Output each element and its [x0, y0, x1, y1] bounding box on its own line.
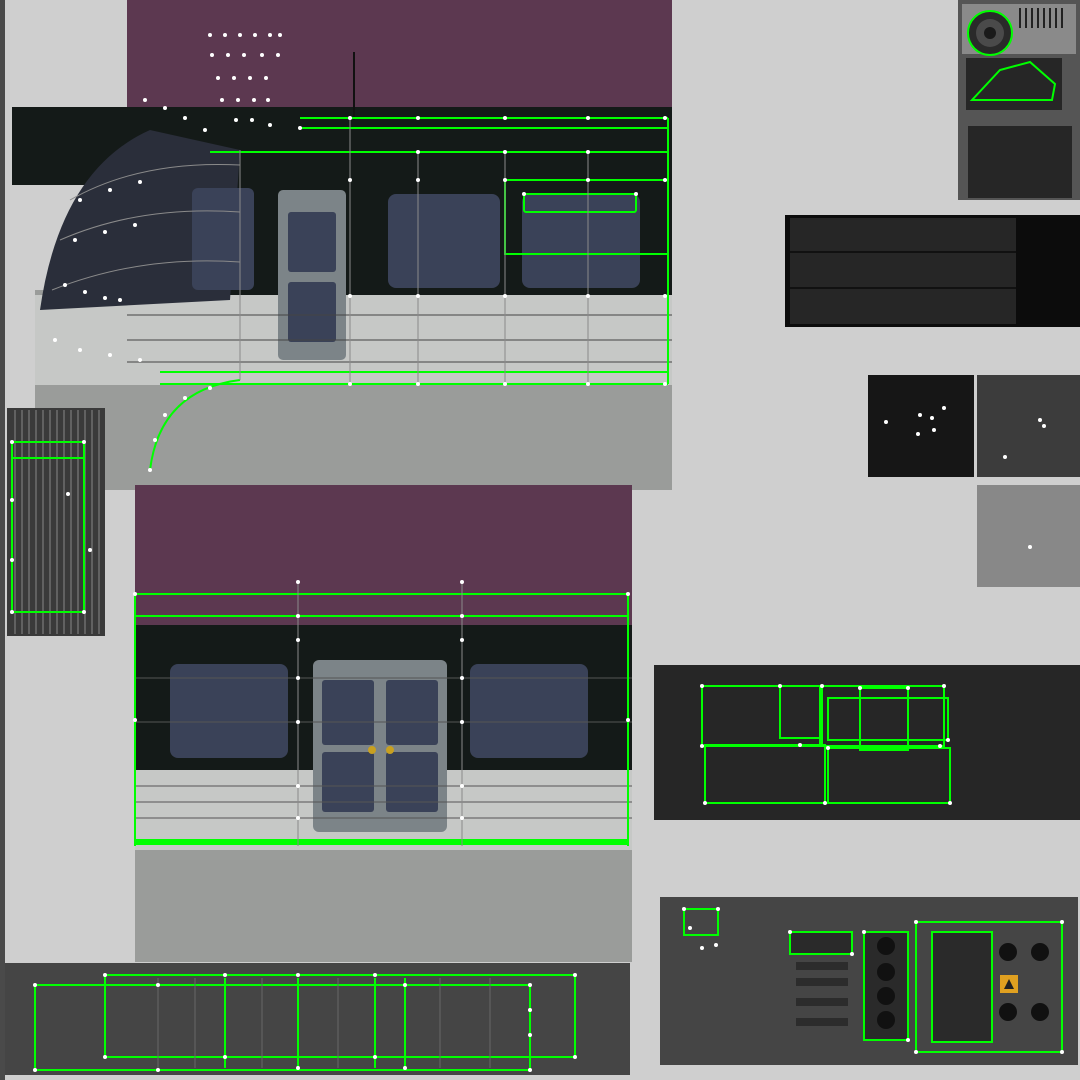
windscreen	[40, 130, 240, 310]
cab-door-window-lower	[288, 282, 336, 342]
lamp-outline	[969, 60, 1057, 101]
uv-island-box-panel[interactable]	[654, 665, 1080, 820]
roof-strip-panel	[5, 963, 630, 1075]
window-middle-2	[470, 664, 588, 758]
empty-slot	[968, 126, 1072, 198]
uv-island-tram-side-cab[interactable]	[12, 0, 672, 490]
selected-edges-grille	[11, 441, 85, 613]
square-dark	[868, 375, 974, 477]
door-right-window-lower	[386, 752, 438, 812]
grille-block	[932, 932, 992, 1042]
mesh-grid-cab	[51, 120, 589, 384]
cab-door-window-upper	[288, 212, 336, 272]
selected-edges-boxes	[701, 685, 951, 804]
vent-block	[790, 932, 852, 954]
dotted-panel-dividers	[790, 251, 1016, 289]
vertices-grille	[10, 440, 92, 614]
atlas-left-edge	[0, 0, 5, 1080]
bolt-strip-outline	[863, 931, 909, 1041]
uv-island-control-panel[interactable]	[660, 897, 1078, 1065]
skirt-middle	[135, 850, 632, 962]
uv-island-details-top-right[interactable]	[958, 0, 1080, 200]
dotted-panel-face	[790, 218, 1016, 324]
grille-icon	[14, 410, 100, 634]
vertices-roof	[33, 973, 577, 1072]
vertices-squares	[884, 406, 1046, 549]
skirt-lower	[127, 380, 672, 490]
vertices-cab	[53, 98, 667, 472]
vent-block-outline	[789, 931, 853, 955]
vent-slots	[1019, 8, 1063, 28]
vertices-control-small	[682, 907, 720, 950]
mesh-grid-middle	[297, 582, 463, 846]
selected-edges-roof	[34, 974, 576, 1071]
box-panel-bg	[654, 665, 1080, 820]
side-window-1	[388, 194, 500, 288]
door-left-window-upper	[322, 680, 374, 745]
door-handle-left[interactable]	[368, 746, 376, 754]
mesh-grid-roof	[157, 978, 491, 1068]
vertices-headlight	[208, 33, 282, 127]
grille-block-outline	[931, 931, 993, 1043]
bolt-icon	[877, 937, 1049, 1029]
vertices-middle	[133, 580, 630, 820]
vertices-boxes	[700, 684, 952, 805]
door-right-window-upper	[386, 680, 438, 745]
vertices-control	[788, 920, 1064, 1054]
square-mid	[977, 375, 1080, 477]
square-grey	[977, 485, 1080, 587]
roof-panel	[127, 0, 672, 120]
uv-island-tram-side-middle[interactable]	[133, 485, 632, 962]
small-selected-box	[683, 908, 719, 936]
door-handle-right[interactable]	[386, 746, 394, 754]
uv-island-side-grille[interactable]	[7, 408, 105, 636]
window-middle-1	[170, 664, 288, 758]
cab-window	[192, 188, 254, 290]
uv-island-roof-strip[interactable]	[5, 963, 630, 1075]
uv-island-dotted-panel[interactable]	[785, 215, 1080, 327]
roof-panel-middle	[135, 485, 632, 625]
grille-panel	[7, 408, 105, 636]
box-outline-large	[915, 921, 1063, 1053]
uv-island-small-squares[interactable]	[868, 375, 1080, 587]
selected-edges-cab	[149, 117, 669, 471]
fan-icon	[967, 10, 1013, 56]
vent-rows	[796, 962, 848, 1026]
door-left-window-lower	[322, 752, 374, 812]
warning-glyph	[1004, 979, 1014, 989]
side-window-2	[522, 194, 640, 288]
